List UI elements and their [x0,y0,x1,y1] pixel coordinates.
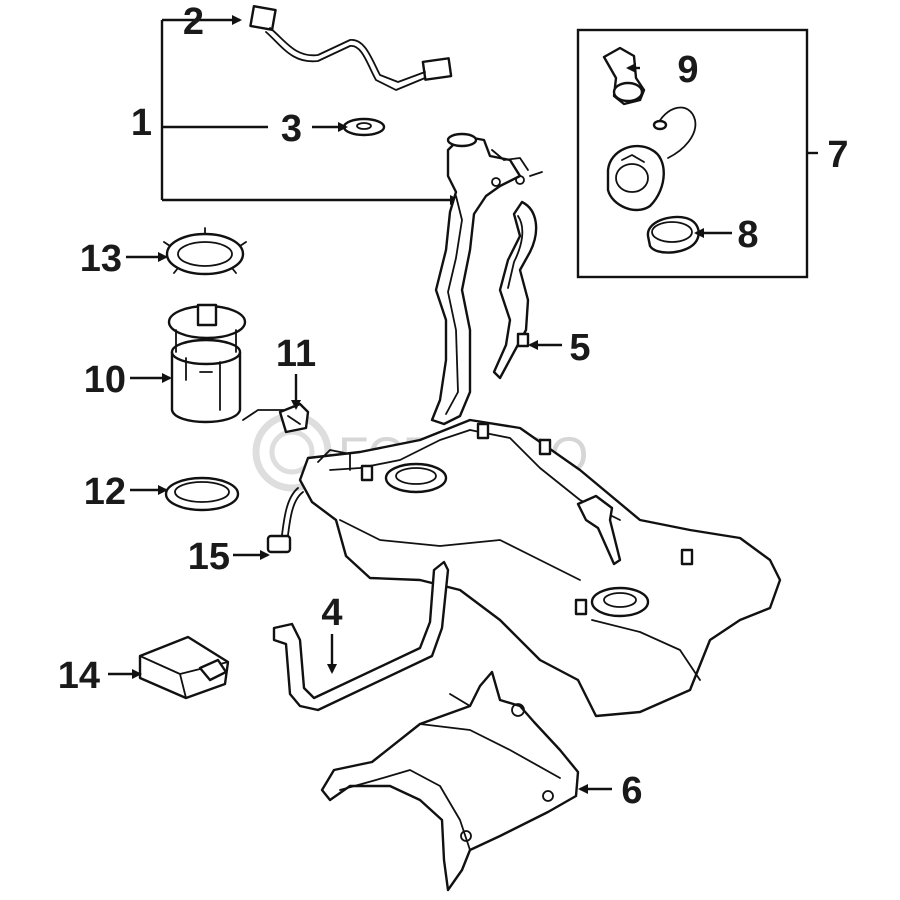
callout-arrows [108,63,732,794]
callout-1: 1 [131,102,152,144]
part-2-wiring-harness [249,5,453,91]
callout-9: 9 [677,49,698,91]
part-12-ring [164,476,240,512]
part-8-seal [646,215,700,254]
callout-11: 11 [276,333,316,375]
part-6-heat-shield [320,670,580,892]
callout-13: 13 [80,238,122,280]
callout-labels: 1 2 3 4 5 6 7 8 9 10 11 12 13 14 15 [58,1,849,812]
callout-8: 8 [737,214,758,256]
callout-7: 7 [827,134,848,176]
callout-2: 2 [183,1,204,43]
part-7-fuel-cap [606,106,697,212]
part-9-vent-valve [602,46,646,106]
part-10-fuel-pump [167,303,247,424]
part-3-washer [342,117,386,137]
fuel-tank [298,418,782,718]
callout-12: 12 [84,471,126,513]
callout-6: 6 [621,770,642,812]
callout-5: 5 [569,327,590,369]
callout-14: 14 [58,655,100,697]
part-13-lock-ring [163,227,247,276]
part-15-sensor [266,487,304,554]
part-5-bracket [492,200,538,380]
callout-4: 4 [321,592,342,634]
callout-3: 3 [281,108,302,150]
bracket-1 [160,15,460,205]
callout-10: 10 [84,359,126,401]
part-1-filler-neck [430,132,543,426]
part-4-strap [272,560,450,712]
part-14-control-module [138,635,230,700]
callout-15: 15 [188,536,230,578]
